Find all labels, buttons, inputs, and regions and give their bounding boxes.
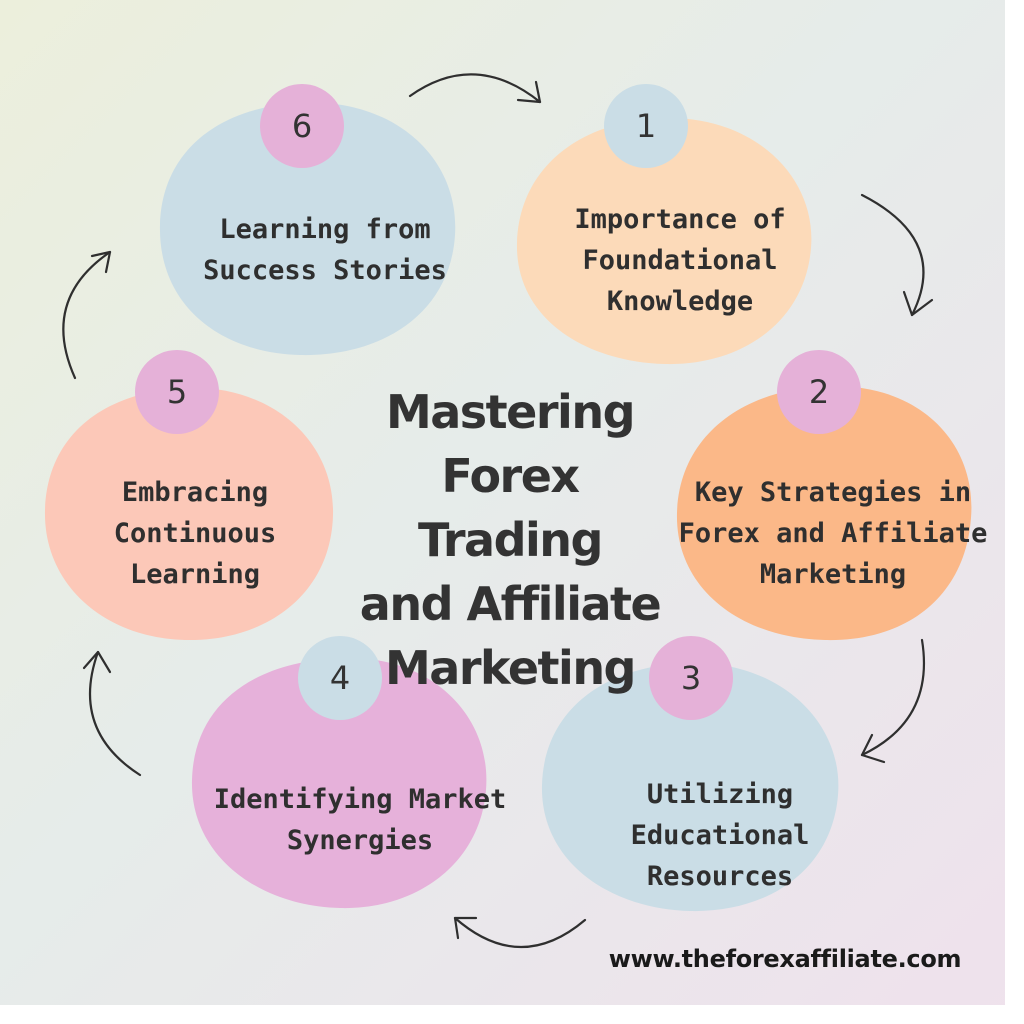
step-1-line: Foundational: [582, 244, 778, 276]
step-2-line: Forex and Affiliate: [678, 517, 988, 549]
bottom-border: [0, 1005, 1024, 1024]
step-2-blob: [676, 385, 972, 641]
step-3-line: Resources: [646, 860, 794, 892]
step-1-line: Importance of: [574, 203, 786, 235]
step-1-line: Knowledge: [606, 285, 754, 317]
step-6-blob: [159, 102, 456, 356]
step-2-badge: 2: [777, 350, 861, 434]
step-3-line: Educational: [630, 819, 810, 851]
step-4-line: Identifying Market: [213, 784, 507, 815]
step-5-blob: [44, 387, 334, 641]
step-5-label: Embracing Continuous Learning: [45, 468, 345, 598]
title-line: Marketing: [385, 641, 637, 695]
step-4-badge: 4: [298, 636, 382, 720]
arrow-5-to-6-icon: [62, 250, 112, 380]
step-4-label: Identifying Market Synergies: [195, 770, 525, 870]
step-6-badge: 6: [260, 84, 344, 168]
step-5-line: Embracing: [121, 476, 269, 508]
arrow-4-to-5-icon: [82, 650, 142, 777]
step-5-line: Learning: [129, 558, 261, 590]
title-line: Mastering: [385, 385, 636, 439]
step-6-line: Success Stories: [203, 255, 447, 286]
title-line: and Affiliate: [359, 577, 662, 631]
step-2-line: Marketing: [759, 558, 907, 590]
arrow-6-to-1-icon: [408, 73, 542, 104]
step-1-blob: [516, 117, 812, 365]
step-4-line: Synergies: [286, 825, 434, 856]
step-6-line: Learning from: [219, 214, 431, 245]
step-5-badge: 5: [135, 350, 219, 434]
page-title: Mastering Forex Trading and Affiliate Ma…: [345, 380, 675, 700]
step-1-label: Importance of Foundational Knowledge: [525, 195, 835, 325]
step-4-blob: [191, 657, 487, 909]
title-line: Forex Trading: [418, 449, 603, 567]
step-5-line: Continuous: [113, 517, 277, 549]
step-3-blob: [541, 662, 839, 912]
arrow-1-to-2-icon: [860, 193, 934, 317]
step-3-badge: 3: [649, 636, 733, 720]
arrow-2-to-3-icon: [860, 638, 926, 764]
step-1-badge: 1: [604, 84, 688, 168]
step-6-label: Learning from Success Stories: [170, 200, 480, 300]
arrow-3-to-4-icon: [453, 916, 587, 949]
step-2-line: Key Strategies in: [694, 476, 972, 508]
step-3-label: Utilizing Educational Resources: [565, 770, 875, 900]
step-2-label: Key Strategies in Forex and Affiliate Ma…: [668, 468, 998, 598]
step-3-line: Utilizing: [646, 778, 794, 810]
right-border: [1005, 0, 1024, 1024]
website-url: www.theforexaffiliate.com: [608, 945, 962, 973]
